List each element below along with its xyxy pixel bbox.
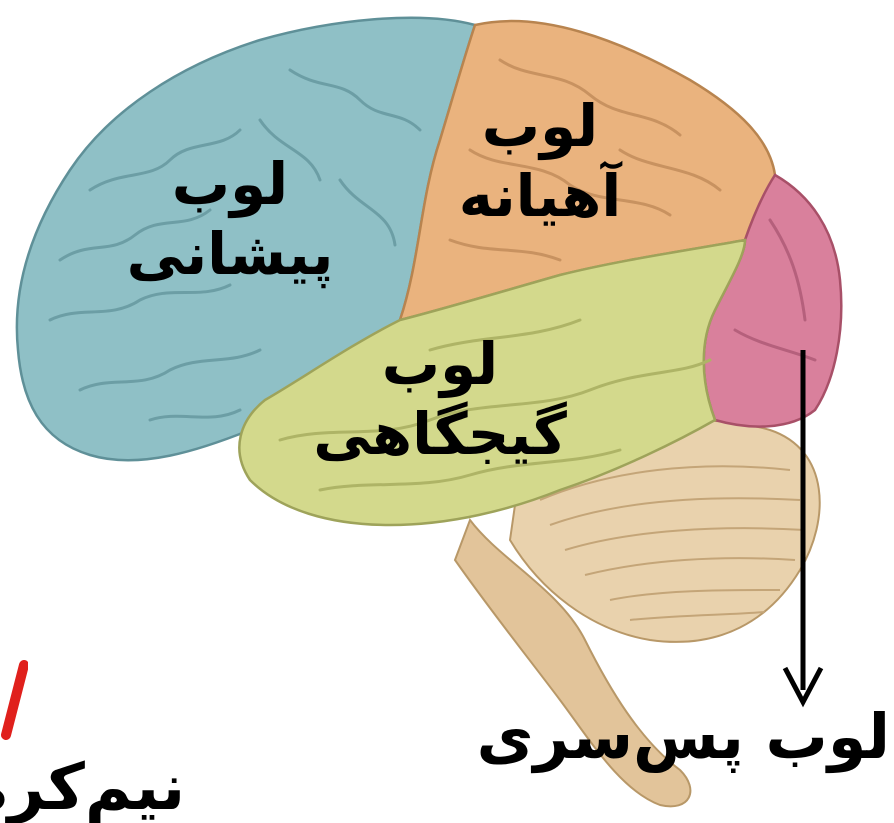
parietal-lobe-label-line2: آهیانه — [420, 162, 660, 232]
frontal-lobe-label: لوب پیشانی — [100, 150, 360, 289]
parietal-lobe-label-line1: لوب — [420, 92, 660, 162]
frontal-lobe-label-line2: پیشانی — [100, 220, 360, 290]
temporal-lobe-label-line2: گیجگاهی — [270, 400, 610, 470]
temporal-lobe-label: لوب گیجگاهی — [270, 330, 610, 469]
frontal-lobe-label-line1: لوب — [100, 150, 360, 220]
temporal-lobe-label-line1: لوب — [270, 330, 610, 400]
hemisphere-label: نیم‌کره — [0, 750, 270, 823]
parietal-lobe-label: لوب آهیانه — [420, 92, 660, 231]
occipital-lobe-label: لوب پس‌سری — [560, 700, 890, 774]
red-accent-mark — [0, 660, 28, 740]
